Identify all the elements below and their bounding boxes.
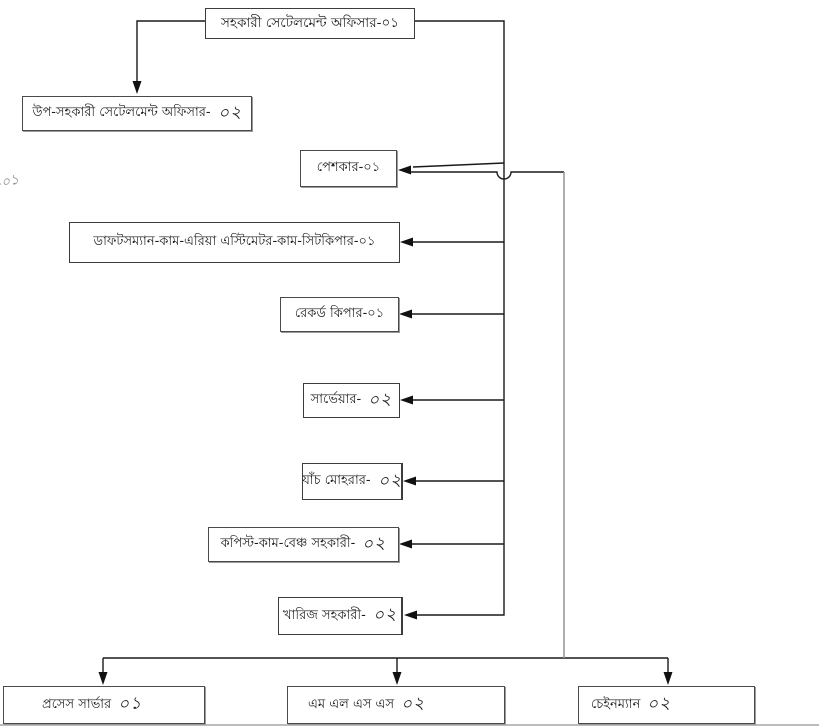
node-deputy-assistant-settlement-officer: উপ-সহকারী সেটেলমেন্ট অফিসার- ০২ (22, 96, 252, 131)
arrowhead-process-server (98, 672, 108, 685)
node-count: ০১ (117, 693, 143, 716)
node-label: উপ-সহকারী সেটেলমেন্ট অফিসার- (32, 105, 211, 121)
arrowhead-surveyor (400, 395, 413, 405)
node-jaach-moharar: যাঁচ মোহরার- ০২ (302, 463, 403, 500)
arrowhead-chainman (663, 672, 673, 685)
arrowhead-jaach (403, 476, 416, 486)
arrowhead-mlss (392, 672, 402, 685)
node-draftsman-cum-area-estimator-cum-sheetkeeper: ডাফটসম্যান-কাম-এরিয়া এস্টিমেটর-কাম-সিটক… (69, 222, 400, 263)
node-label: কপিস্ট-কাম-বেঞ্চ সহকারী- (220, 536, 356, 552)
node-count: ০২ (367, 388, 393, 411)
node-label: খারিজ সহকারী- (283, 607, 366, 623)
node-label: প্রসেস সার্ভার (42, 696, 112, 712)
node-surveyor: সার্ভেয়ার- ০২ (303, 383, 400, 418)
node-label: যাঁচ মোহরার- (302, 473, 371, 489)
node-record-keeper: রেকর্ড কিপার-০১ (280, 297, 399, 332)
arrowhead-deputy (132, 81, 142, 94)
node-peshkar: পেশকার-০১ (300, 150, 397, 187)
node-copyist-cum-bench-assistant: কপিস্ট-কাম-বেঞ্চ সহকারী- ০২ (208, 527, 399, 562)
arrowhead-draftsman (400, 237, 413, 247)
node-count: ০২ (372, 604, 398, 627)
node-count: ০২ (376, 469, 403, 492)
node-count: ০২ (400, 693, 426, 716)
arrowhead-copyist (399, 539, 412, 549)
node-kharij-assistant: খারিজ সহকারী- ০২ (278, 597, 403, 635)
connector-top-to-deputy (136, 20, 205, 81)
node-count: ০২ (216, 101, 243, 124)
node-mlss: এম এল এস এস ০২ (287, 686, 505, 724)
node-chainman: চেইনম্যান ০২ (578, 686, 755, 724)
node-label: সার্ভেয়ার- (310, 392, 362, 408)
connector-bottom-rail-to-peshkar (411, 171, 564, 180)
arrowhead-record-keeper (399, 309, 412, 319)
arrowhead-peshkar (398, 165, 411, 175)
arrowhead-kharij (404, 610, 417, 620)
node-label: চেইনম্যান (591, 696, 641, 712)
connector-main-spine (415, 20, 505, 616)
node-label: এম এল এস এস (308, 696, 395, 712)
node-count: ০২ (361, 532, 388, 555)
node-label: সহকারী সেটেলমেন্ট অফিসার-০১ (220, 14, 400, 31)
connector-spine-to-peshkar (412, 162, 505, 168)
node-label: রেকর্ড কিপার-০১ (294, 306, 385, 322)
node-label: পেশকার-০১ (316, 160, 381, 176)
node-label: ডাফটসম্যান-কাম-এরিয়া এস্টিমেটর-কাম-সিটক… (93, 234, 376, 250)
node-count: ০২ (646, 693, 673, 716)
node-assistant-settlement-officer: সহকারী সেটেলমেন্ট অফিসার-০১ (205, 8, 415, 39)
node-process-server: প্রসেস সার্ভার ০১ (3, 686, 205, 724)
